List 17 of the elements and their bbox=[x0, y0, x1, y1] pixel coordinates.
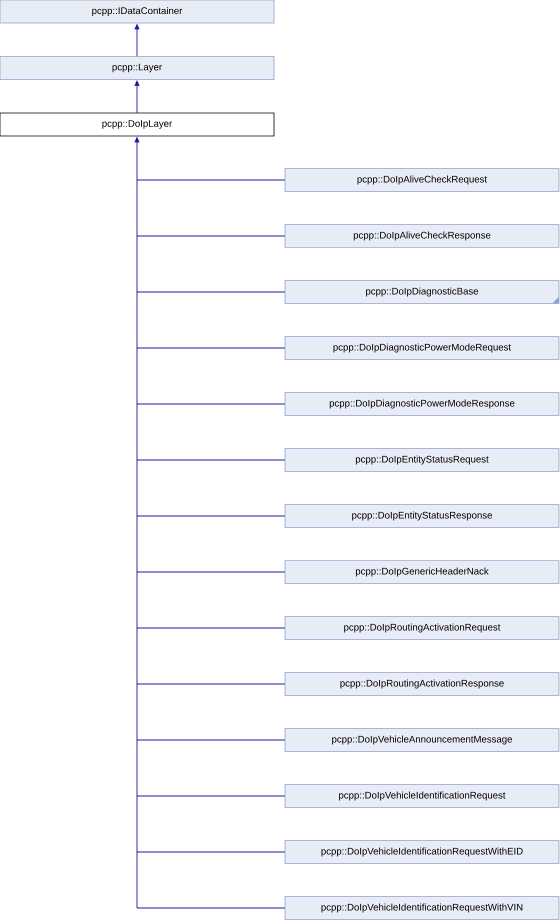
class-box: pcpp::DoIpVehicleIdentificationRequestWithEID bbox=[284, 840, 560, 864]
class-box: pcpp::DoIpDiagnosticPowerModeResponse bbox=[284, 392, 560, 416]
class-box: pcpp::DoIpRoutingActivationRequest bbox=[284, 616, 560, 640]
class-box: pcpp::DoIpVehicleIdentificationRequestWithVIN bbox=[284, 896, 560, 920]
class-box: pcpp::DoIpDiagnosticPowerModeRequest bbox=[284, 336, 560, 360]
class-box: pcpp::DoIpAliveCheckRequest bbox=[284, 168, 560, 192]
class-box: pcpp::DoIpGenericHeaderNack bbox=[284, 560, 560, 584]
class-box: pcpp::DoIpEntityStatusResponse bbox=[284, 504, 560, 528]
class-box: pcpp::DoIpVehicleAnnouncementMessage bbox=[284, 728, 560, 752]
class-box: pcpp::DoIpRoutingActivationResponse bbox=[284, 672, 560, 696]
class-box: pcpp::IDataContainer bbox=[0, 0, 274, 24]
class-box: pcpp::DoIpAliveCheckResponse bbox=[284, 224, 560, 248]
class-box: pcpp::DoIpEntityStatusRequest bbox=[284, 448, 560, 472]
class-box: pcpp::DoIpVehicleIdentificationRequest bbox=[284, 784, 560, 808]
class-box: pcpp::DoIpDiagnosticBase bbox=[284, 280, 560, 304]
class-box: pcpp::Layer bbox=[0, 56, 274, 80]
class-box: pcpp::DoIpLayer bbox=[0, 112, 274, 136]
